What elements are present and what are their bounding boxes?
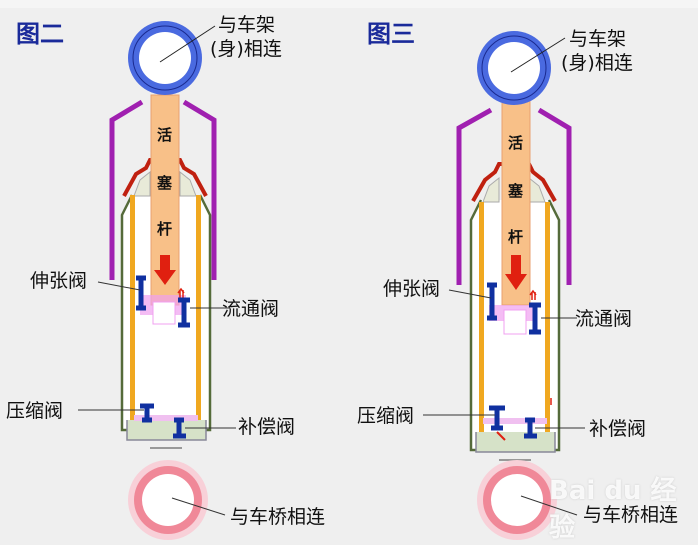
piston-rod-char-1: 活: [157, 126, 173, 144]
shock-absorber-diagram-3: [423, 31, 585, 540]
compensation-valve-label: 补偿阀: [238, 416, 296, 438]
piston-rod-char-2: 塞: [508, 182, 524, 200]
bottom-mount-label: 与车桥相连: [230, 506, 326, 528]
figure-2-panel: 图二: [6, 14, 326, 540]
compression-valve-label: 压缩阀: [6, 400, 64, 422]
figure-2-title: 图二: [16, 20, 64, 48]
piston-rod-char-3: 杆: [508, 228, 524, 246]
piston-rod-char-1: 活: [508, 134, 524, 152]
figure-3-panel: 图三 与车架 (身)相连 活: [349, 0, 698, 545]
top-mount-label-line2: (身)相连: [210, 38, 282, 60]
flow-valve-label: 流通阀: [222, 298, 280, 320]
compression-valve-label: 压缩阀: [357, 405, 415, 427]
top-mount-label-line1: 与车架: [569, 28, 627, 50]
figure-3-title: 图三: [367, 20, 415, 48]
piston-rod-char-2: 塞: [157, 174, 173, 192]
shock-absorber-diagram-2: [78, 21, 236, 540]
top-mount-label-line2: (身)相连: [561, 52, 633, 74]
top-banner: [0, 0, 698, 8]
bottom-mount-label: 与车桥相连: [583, 504, 679, 526]
top-mount-label-line1: 与车架: [218, 14, 276, 36]
rebound-valve-label: 伸张阀: [30, 270, 88, 292]
piston-rod-char-3: 杆: [157, 220, 173, 238]
compensation-valve-label: 补偿阀: [589, 418, 647, 440]
flow-valve-label: 流通阀: [575, 308, 633, 330]
baidu-watermark: Bai du 经验: [549, 476, 677, 543]
rebound-valve-label: 伸张阀: [383, 278, 441, 300]
